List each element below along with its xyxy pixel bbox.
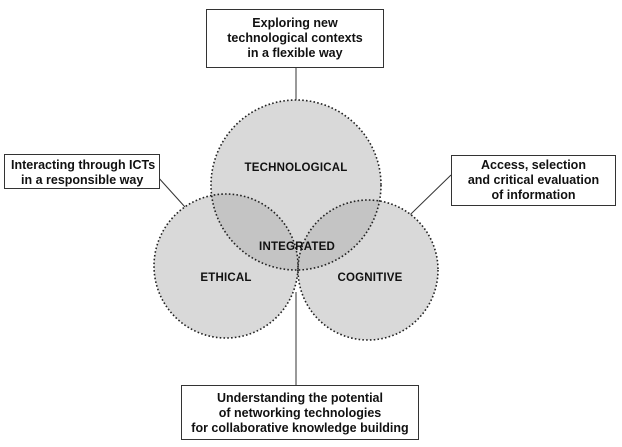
box-left-line: Interacting through ICTs [11,158,156,172]
box-right-line: and critical evaluation [467,173,600,187]
outline-cognitive [297,199,439,341]
box-ethical-description: Interacting through ICTs in a responsibl… [4,154,160,189]
outline-ethical [153,193,299,339]
box-bottom-line: for collaborative knowledge building [191,421,409,435]
box-left-line: in a responsible way [21,173,144,187]
label-cognitive: COGNITIVE [337,272,403,284]
box-top-line: Exploring new [252,16,338,30]
box-cognitive-description: Access, selection and critical evaluatio… [451,155,616,206]
label-technological: TECHNOLOGICAL [244,162,348,174]
box-bottom-line: Understanding the potential [217,391,383,405]
box-right-line: of information [491,188,576,202]
box-bottom-line: of networking technologies [218,406,382,420]
box-top-line: in a flexible way [247,46,343,60]
box-top-line: technological contexts [227,31,363,45]
box-integrated-description: Understanding the potential of networkin… [181,385,419,440]
box-technological-description: Exploring new technological contexts in … [206,9,384,68]
outline-technological [210,99,382,271]
box-right-line: Access, selection [481,158,586,172]
circle-outlines [153,99,439,341]
label-ethical: ETHICAL [200,272,252,284]
overlap-tech-cognitive [298,200,381,270]
label-integrated: INTEGRATED [259,241,335,253]
